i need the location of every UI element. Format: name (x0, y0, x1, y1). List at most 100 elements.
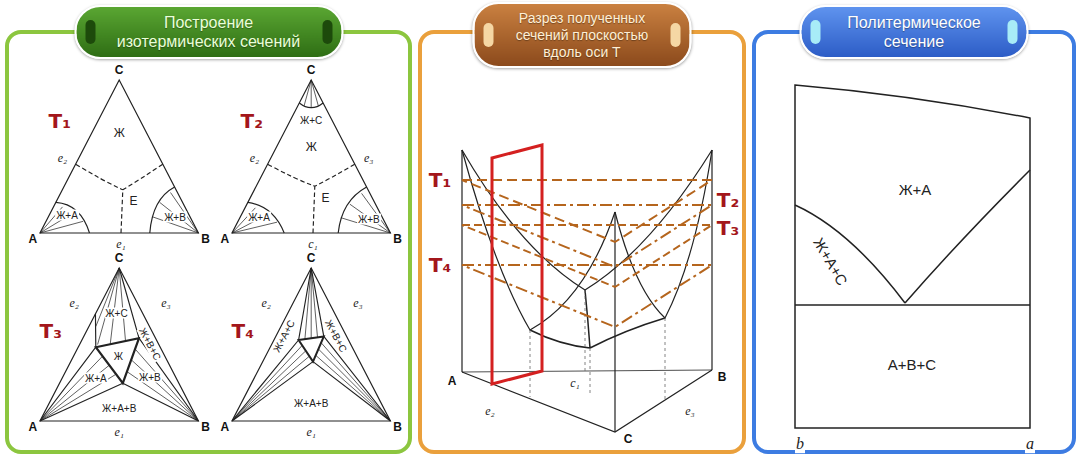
eutectic-point-label: e₁ (113, 426, 125, 439)
eutectic-valley (268, 164, 355, 233)
temperature-label: T₂ (240, 110, 264, 132)
liquidus-curve (150, 187, 175, 233)
tie-lines (96, 268, 126, 345)
vertex-letter: B (717, 371, 728, 384)
phase-region-label: Ж+A (247, 211, 271, 222)
eutectic-point-label: e₁ (305, 426, 317, 439)
vertex-letter: C (306, 252, 317, 265)
phase-region-label: Ж (305, 141, 318, 154)
phase-region-label: Ж+C (299, 114, 323, 125)
section-frame (795, 85, 1030, 428)
temperature-label: T₂ (716, 189, 740, 211)
phase-region-label: Ж+C (104, 308, 128, 319)
phase-region-label: Ж+B (357, 213, 381, 224)
isothermal-section (232, 80, 390, 233)
prism-base-back (462, 370, 712, 372)
vertex-letter: B (200, 422, 211, 435)
cutting-plane (492, 145, 542, 384)
phase-region-label: Ж+A+C (809, 234, 850, 289)
eutectic-point-label: e₃ (684, 405, 696, 418)
vertex-letter: C (306, 64, 317, 77)
temperature-label: T₄ (231, 320, 255, 342)
phase-region-label: Ж+B+C (136, 325, 163, 363)
prism-base (462, 370, 712, 432)
phase-region-label: Ж+A (55, 210, 79, 221)
tie-lines (232, 208, 277, 233)
vertex-letter: A (219, 234, 230, 247)
header-text: Политермическое сечение (832, 13, 997, 51)
phase-region-label: Ж+A (898, 182, 933, 199)
eutectic-point-label: e₂ (57, 153, 69, 166)
vertex-letter: B (200, 234, 211, 247)
projection-lines (530, 290, 665, 400)
pill-cap (484, 23, 494, 47)
tie-lines (232, 345, 309, 421)
phase-region-label: Ж+B (138, 371, 162, 382)
phase-boundaries (40, 268, 198, 421)
tie-lines (40, 207, 83, 233)
eutectic-point-label: c₁ (307, 238, 319, 251)
phase-region-label: Ж+A+C (271, 317, 298, 355)
solidus-line (795, 304, 1030, 306)
temperature-label: T₄ (428, 254, 452, 276)
eutectic-point-label: e₁ (115, 238, 127, 251)
header-pill: Политермическое сечение (800, 5, 1029, 59)
eutectic-point-label: e₂ (68, 297, 80, 310)
tie-lines (341, 193, 391, 233)
temperature-label: T₃ (39, 320, 63, 342)
isothermal-section (40, 80, 198, 233)
phase-region-label: E (129, 195, 139, 208)
eutectic-point-label: e₃ (363, 153, 375, 166)
phase-region-label: A+B+C (887, 357, 937, 374)
phase-region-label: Ж (113, 127, 126, 140)
vertex-letter: B (392, 234, 403, 247)
temperature-label: T₁ (48, 110, 72, 132)
vertex-letter: A (27, 422, 38, 435)
header-text: Разрез полученных сечений плоскостью вдо… (505, 10, 660, 60)
phase-region-label: E (321, 192, 331, 205)
eutectic-point-label: e₂ (249, 153, 261, 166)
tie-lines (305, 268, 318, 339)
tie-lines (316, 343, 391, 421)
liquid-region (299, 336, 324, 361)
axis-letter: a (1025, 435, 1035, 453)
vertex-letter: C (114, 64, 125, 77)
eutectic-valley (76, 164, 163, 233)
concentration-triangle (232, 80, 390, 233)
isothermal-plane (462, 205, 712, 267)
vertex-letter: C (623, 433, 634, 446)
vertex-letter: A (447, 375, 458, 388)
vertex-letter: A (219, 422, 230, 435)
panel-frame: Разрез полученных сечений плоскостью вдо… (418, 30, 746, 454)
phase-region-label: Ж+A+B (293, 398, 329, 409)
polythermal-section (795, 85, 1030, 428)
concentration-triangle (40, 268, 198, 421)
tie-lines (153, 193, 199, 234)
isothermal-plane (462, 180, 712, 242)
liquidus-curve (462, 150, 712, 290)
isothermal-section (40, 268, 198, 421)
header-pill: Построение изотермических сечений (74, 5, 343, 59)
eutectic-point-label: e₃ (160, 297, 172, 310)
isothermal-plane (462, 225, 712, 287)
eutectic-point-label: e₃ (352, 297, 364, 310)
pill-cap (811, 20, 821, 44)
phase-boundaries (232, 268, 390, 421)
temperature-label: T₁ (428, 169, 452, 191)
vertex-letter: B (392, 422, 403, 435)
phase-region-label: Ж+A (84, 372, 108, 383)
vertex-letter: C (114, 252, 125, 265)
concentration-triangle (232, 268, 390, 421)
isothermal-section (232, 268, 390, 421)
vertex-letter: A (27, 234, 38, 247)
temperature-label: T₃ (716, 217, 740, 239)
liquidus-curve (56, 202, 90, 233)
header-text: Построение изотермических сечений (106, 13, 311, 51)
tie-lines (304, 80, 318, 108)
phase-region-label: Ж+B (163, 211, 187, 222)
phase-prism (462, 150, 712, 432)
axis-letter: b (795, 435, 805, 453)
liquidus-curve (462, 150, 615, 330)
pill-cap (1008, 20, 1018, 44)
